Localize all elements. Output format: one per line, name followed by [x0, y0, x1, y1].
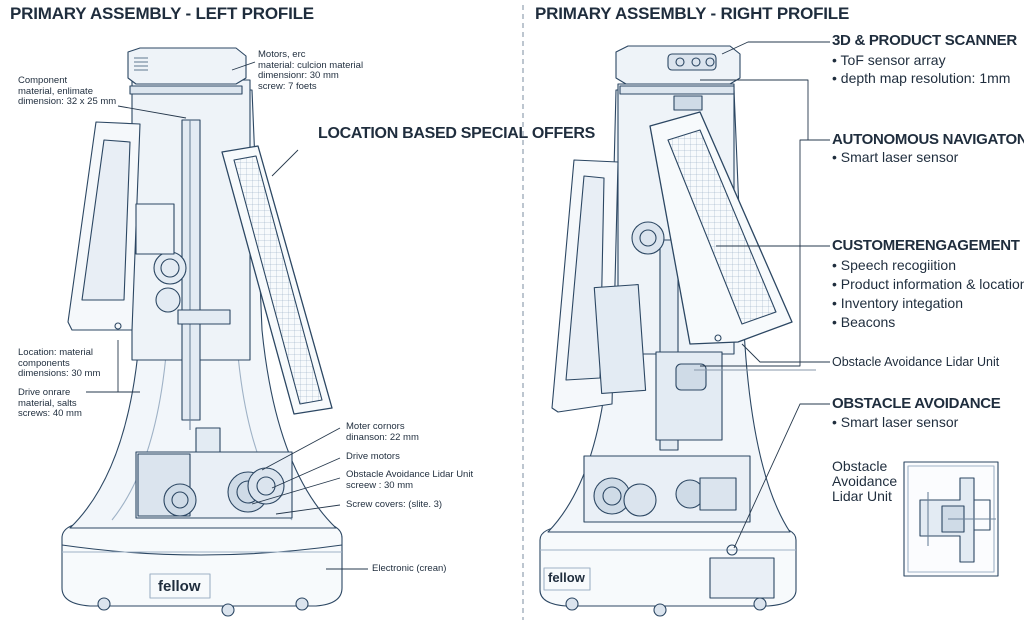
right-panel-title: PRIMARY ASSEMBLY - RIGHT PROFILE: [535, 4, 850, 23]
engagement-item: • Inventory integation: [832, 295, 963, 311]
right-leader-lines: [694, 41, 830, 549]
location-offers-heading: LOCATION BASED SPECIAL OFFERS: [318, 125, 595, 142]
lidar-detail-drawing: [903, 461, 999, 577]
callout-motors: Motors, erc material: culcion material d…: [258, 49, 364, 92]
callout-moter-cornors: Moter cornors dinanson: 22 mm: [346, 421, 419, 443]
navigation-item: • Smart laser sensor: [832, 149, 959, 165]
left-brand-logo: fellow: [158, 578, 201, 595]
scanner-heading: 3D & PRODUCT SCANNER: [832, 32, 1017, 49]
left-panel-title: PRIMARY ASSEMBLY - LEFT PROFILE: [10, 4, 314, 23]
lidar-unit-label: Obstacle Avoidance Lidar Unit: [832, 355, 1000, 369]
scanner-item: • depth map resolution: 1mm: [832, 70, 1011, 86]
navigation-heading: AUTONOMOUS NAVIGATON: [832, 131, 1024, 148]
left-leader-lines: [86, 61, 368, 570]
scanner-item: • ToF sensor array: [832, 52, 946, 68]
lidar-detail-label: Obstacle Avoidance Lidar Unit: [832, 458, 898, 504]
callout-lidar-unit: Obstacle Avoidance Lidar Unit screew : 3…: [346, 469, 474, 491]
avoidance-item: • Smart laser sensor: [832, 414, 959, 430]
engagement-heading: CUSTOMERENGAGEMENT: [832, 237, 1020, 254]
callout-component: Component material, enlimate dimension: …: [18, 75, 117, 107]
callout-drive-onrare: Drive onrare material, salts screws: 40 …: [18, 387, 82, 419]
engagement-item: • Beacons: [832, 314, 896, 330]
right-brand-logo: fellow: [548, 570, 585, 585]
callout-drive-motors: Drive motors: [346, 451, 400, 462]
callout-screw-covers: Screw covers: (slite. 3): [346, 499, 443, 510]
engagement-item: • Product information & location: [832, 276, 1024, 292]
left-robot-drawing: [61, 47, 343, 617]
avoidance-heading: OBSTACLE AVOIDANCE: [832, 395, 1001, 412]
callout-electronic: Electronic (crean): [372, 563, 447, 574]
right-robot-drawing: [539, 45, 797, 617]
engagement-item: • Speech recogiition: [832, 257, 956, 273]
callout-location: Location: material components dimensions…: [18, 347, 101, 379]
